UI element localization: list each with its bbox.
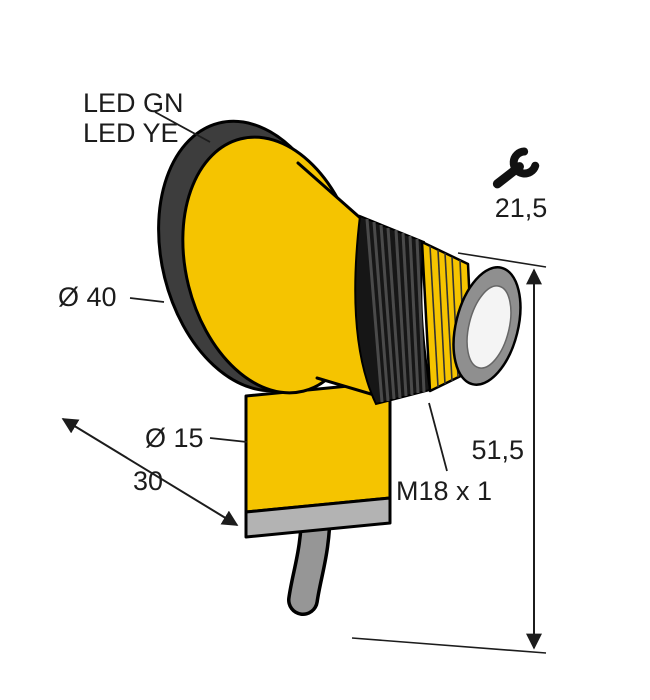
leader-line-led — [154, 111, 211, 143]
label-body-diameter: Ø 15 — [145, 423, 204, 453]
dimension-line-depth — [61, 418, 239, 526]
extension-line-bottom — [351, 637, 547, 654]
label-body-depth: 30 — [133, 466, 163, 496]
wrench-icon — [492, 147, 540, 189]
leader-line-thread — [428, 402, 448, 472]
leader-line-head-diameter — [129, 297, 165, 303]
cone-bottom-edge — [315, 376, 383, 399]
label-head-diameter: Ø 40 — [58, 282, 117, 312]
lens-face — [466, 285, 512, 369]
sensor-body — [244, 380, 392, 514]
label-led-green: LED GN — [83, 88, 184, 118]
cone-top-edge — [296, 161, 368, 225]
label-thread-spec: M18 x 1 — [396, 476, 492, 506]
body-end-band — [244, 496, 392, 539]
label-overall-height: 51,5 — [471, 435, 524, 465]
nut-knurling — [365, 218, 426, 403]
label-led-yellow: LED YE — [83, 118, 179, 148]
label-wrench-size: 21,5 — [495, 193, 548, 223]
extension-line-top — [457, 252, 547, 268]
leader-line-body-diameter — [209, 437, 248, 443]
